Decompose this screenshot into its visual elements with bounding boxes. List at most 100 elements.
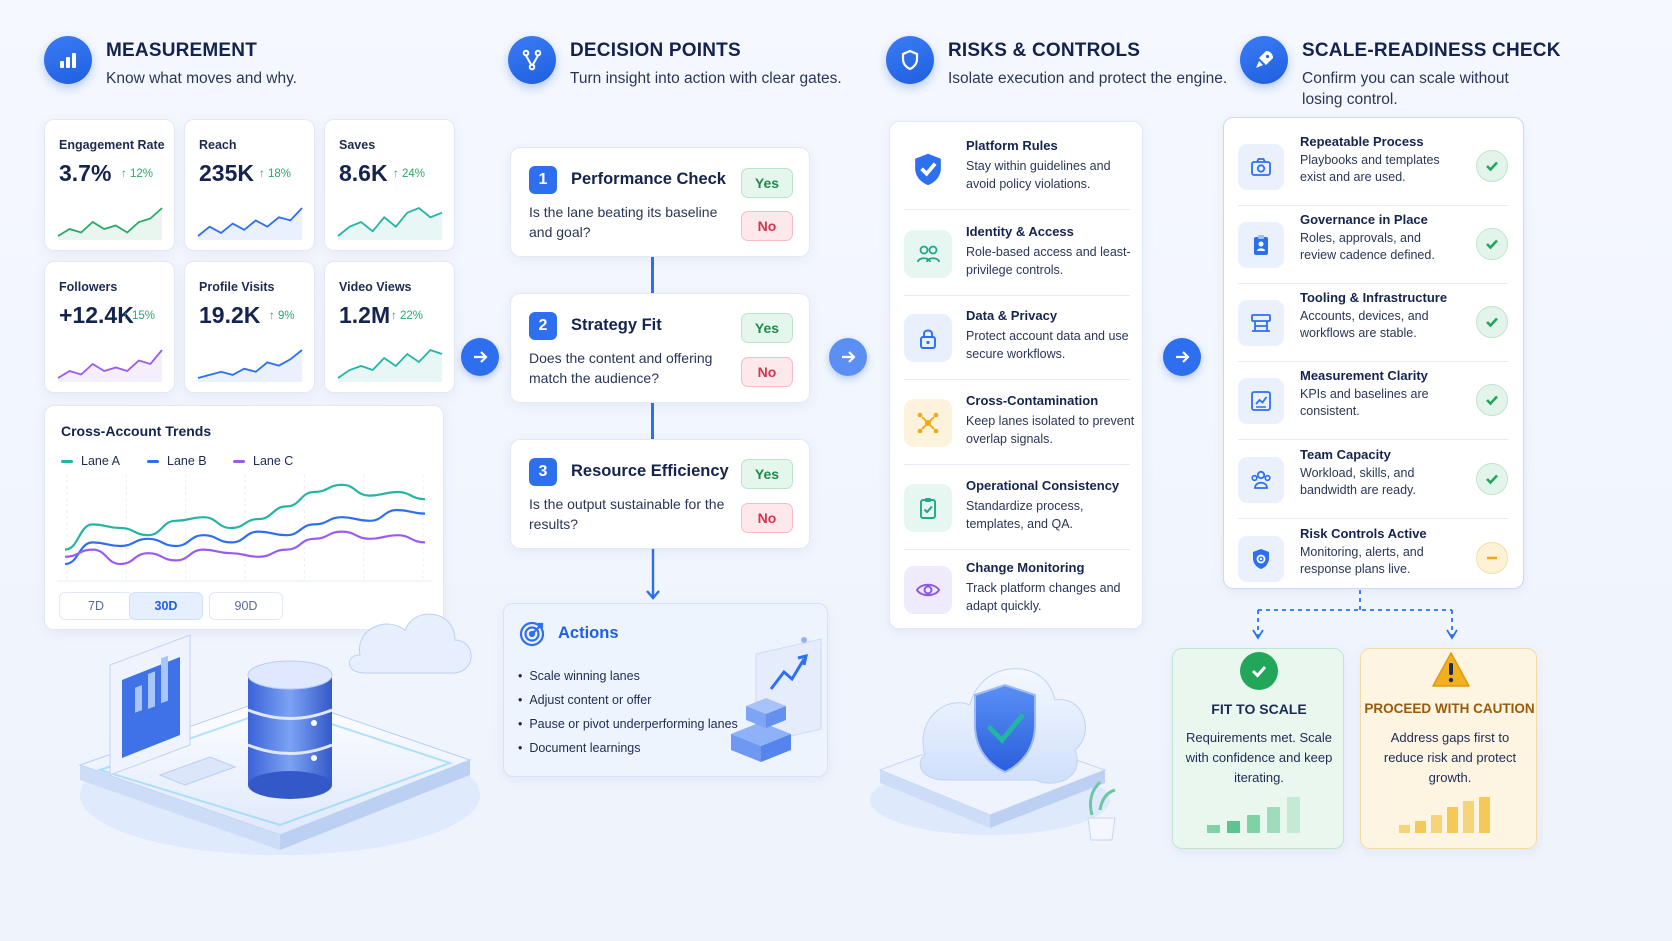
no-button[interactable]: No — [741, 357, 793, 387]
legend-lane-a: Lane A — [61, 454, 120, 468]
divider — [904, 379, 1130, 380]
sparkline-line — [337, 348, 443, 379]
metric-label: Video Views — [339, 280, 412, 294]
series-line-lane-a — [64, 483, 426, 551]
divider — [904, 209, 1130, 210]
yes-button[interactable]: Yes — [741, 168, 793, 198]
sparkline-area — [198, 208, 302, 240]
shield-gear-icon — [1238, 536, 1284, 582]
yes-button[interactable]: Yes — [741, 459, 793, 489]
scale-desc: Workload, skills, and bandwidth are read… — [1300, 466, 1416, 497]
outcome-desc: Address gaps first to reduce risk and pr… — [1383, 730, 1517, 785]
trends-title: Cross-Account Trends — [61, 423, 212, 439]
no-button[interactable]: No — [741, 503, 793, 533]
range-30d-button[interactable]: 30D — [129, 592, 203, 620]
scale-title: SCALE-READINESS CHECK — [1302, 40, 1561, 61]
sparkline-line — [337, 206, 443, 237]
risks-title: RISKS & CONTROLS — [948, 40, 1141, 61]
trend-chart — [57, 474, 433, 582]
divider — [1238, 283, 1508, 284]
metric-value: +12.4K — [59, 302, 134, 328]
eye-icon — [904, 566, 952, 614]
divider — [904, 464, 1130, 465]
arrow-up-icon: ↑ — [259, 168, 268, 180]
risk-title: Identity & Access — [966, 224, 1074, 239]
metric-change: ↑ 15% — [123, 310, 155, 322]
no-button[interactable]: No — [741, 211, 793, 241]
scale-desc: Accounts, devices, and workflows are sta… — [1300, 309, 1429, 340]
sparkline — [57, 349, 163, 382]
arrow-down-icon — [645, 549, 661, 601]
sparkline-area — [58, 208, 162, 240]
decision-question-1: Is the lane beating its baseline and goa… — [529, 204, 718, 240]
actions-list: • Scale winning lanes • Adjust content o… — [518, 664, 738, 760]
risk-desc: Role-based access and least-privilege co… — [966, 245, 1131, 277]
decision-header: DECISION POINTS Turn insight into action… — [508, 36, 842, 89]
check-icon — [1476, 306, 1508, 338]
risk-desc: Track platform changes and adapt quickly… — [966, 581, 1121, 613]
check-icon — [1476, 384, 1508, 416]
lock-icon — [904, 314, 952, 362]
metric-change: ↑ 12% — [121, 168, 153, 180]
arrow-right-icon — [829, 338, 867, 376]
process-icon — [1238, 144, 1284, 190]
metric-label: Reach — [199, 138, 237, 152]
range-7d-button[interactable]: 7D — [59, 592, 133, 620]
list-item: • Adjust content or offer — [518, 693, 652, 707]
divider — [904, 549, 1130, 550]
users-icon — [904, 230, 952, 278]
branch-connector — [1252, 590, 1458, 640]
scale-desc: Playbooks and templates exist and are us… — [1300, 153, 1440, 184]
target-icon — [518, 620, 546, 653]
metric-value: 3.7% — [59, 160, 112, 186]
network-icon — [904, 399, 952, 447]
sparkline-area — [338, 208, 442, 240]
check-icon — [1476, 463, 1508, 495]
divider — [904, 295, 1130, 296]
check-icon — [1476, 150, 1508, 182]
sparkline — [197, 349, 303, 382]
scale-subtitle: Confirm you can scale without losing con… — [1302, 70, 1509, 108]
scale-header: SCALE-READINESS CHECK Confirm you can sc… — [1240, 36, 1561, 110]
decision-question-3: Is the output sustainable for the result… — [529, 496, 725, 532]
series-line-lane-b — [64, 508, 426, 566]
range-90d-button[interactable]: 90D — [209, 592, 283, 620]
arrow-up-icon: ↑ — [269, 310, 278, 322]
risks-subtitle: Isolate execution and protect the engine… — [948, 70, 1228, 87]
risk-title: Operational Consistency — [966, 478, 1120, 493]
metric-value: 19.2K — [199, 302, 261, 328]
sparkline-line — [57, 207, 163, 237]
scale-title: Team Capacity — [1300, 447, 1391, 462]
decision-title: DECISION POINTS — [570, 40, 741, 61]
decision-title-1: Performance Check — [571, 170, 726, 188]
divider — [1238, 439, 1508, 440]
risk-title: Data & Privacy — [966, 308, 1058, 323]
actions-card: Actions • Scale winning lanes • Adjust c… — [503, 603, 828, 777]
arrow-right-icon — [1163, 338, 1201, 376]
sparkline-area — [58, 350, 162, 382]
bar-chart-icon — [44, 36, 92, 84]
arrow-right-icon — [461, 338, 499, 376]
check-icon — [1476, 228, 1508, 260]
arrow-up-icon: ↑ — [393, 168, 402, 180]
fit-to-scale-card: FIT TO SCALE Requirements met. Scale wit… — [1172, 648, 1344, 849]
list-item: • Document learnings — [518, 741, 641, 755]
decision-subtitle: Turn insight into action with clear gate… — [570, 70, 842, 87]
growth-cubes-illustration — [731, 637, 822, 762]
step-number: 1 — [529, 166, 557, 194]
growth-bars-icon — [1207, 797, 1300, 833]
sparkline — [57, 207, 163, 240]
arrow-up-icon: ↑ — [391, 310, 400, 322]
connector-line — [651, 403, 654, 439]
scale-title: Risk Controls Active — [1300, 526, 1427, 541]
risk-title: Cross-Contamination — [966, 393, 1099, 408]
yes-button[interactable]: Yes — [741, 313, 793, 343]
cloud-shield-illustration — [870, 668, 1116, 841]
